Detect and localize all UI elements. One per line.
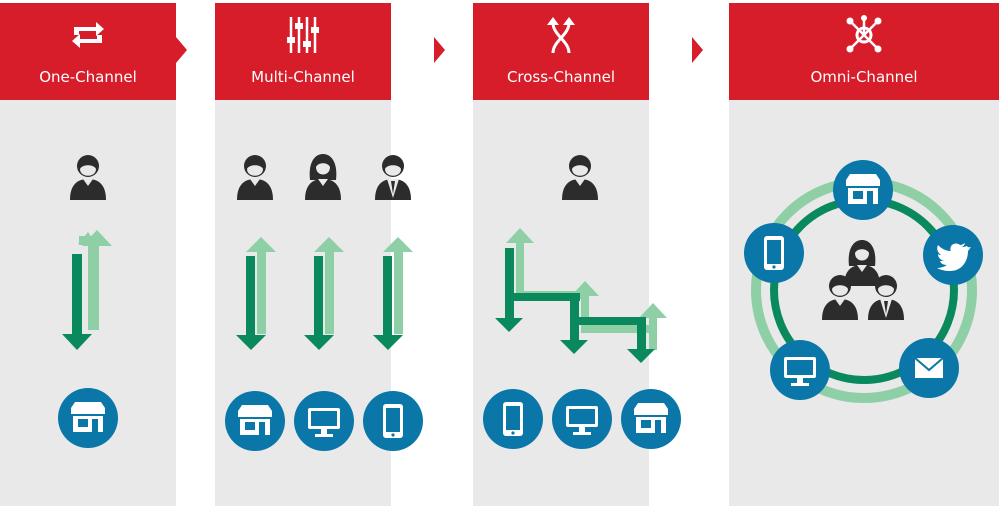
header-arrow-tip xyxy=(176,37,187,63)
cross-channel-path xyxy=(495,228,667,363)
channel-store-icon xyxy=(58,388,118,448)
channel-twitter-icon xyxy=(923,225,983,285)
repeat-icon xyxy=(72,22,104,48)
customer-woman-icon xyxy=(844,240,880,286)
channel-monitor-icon xyxy=(294,391,354,451)
customer-person-icon xyxy=(70,155,106,200)
channel-store-icon xyxy=(833,160,893,220)
stage-title: Multi-Channel xyxy=(251,68,355,86)
network-hub-icon xyxy=(846,15,882,53)
stage-header: One-Channel xyxy=(0,3,176,100)
channel-mail-icon xyxy=(899,338,959,398)
stage-title: Omni-Channel xyxy=(810,68,918,86)
stage-header: Omni-Channel xyxy=(729,3,999,100)
channel-store-icon xyxy=(225,391,285,451)
channel-tablet-icon xyxy=(483,389,543,449)
two-way-arrow xyxy=(236,237,276,350)
header-arrow-tip xyxy=(692,37,703,63)
customer-woman-icon xyxy=(305,154,341,200)
two-way-arrow xyxy=(304,237,344,350)
two-way-arrow xyxy=(62,230,112,350)
stage-title: One-Channel xyxy=(39,68,137,86)
sliders-icon xyxy=(287,17,319,53)
channel-monitor-icon xyxy=(770,340,830,400)
channel-tablet-icon xyxy=(363,391,423,451)
stage-header: Multi-Channel xyxy=(215,3,391,100)
customer-businessman-icon xyxy=(375,155,411,200)
crossing-arrows-icon xyxy=(547,17,575,54)
customer-person-icon xyxy=(562,155,598,200)
stage-title: Cross-Channel xyxy=(506,68,616,86)
channel-monitor-icon xyxy=(552,389,612,449)
channel-tablet-icon xyxy=(744,223,804,283)
header-arrow-tip xyxy=(434,37,445,63)
two-way-arrow xyxy=(373,237,413,350)
stage-header: Cross-Channel xyxy=(473,3,649,100)
customer-person-icon xyxy=(237,155,273,200)
channel-store-icon xyxy=(621,389,681,449)
customer-group xyxy=(822,240,904,320)
